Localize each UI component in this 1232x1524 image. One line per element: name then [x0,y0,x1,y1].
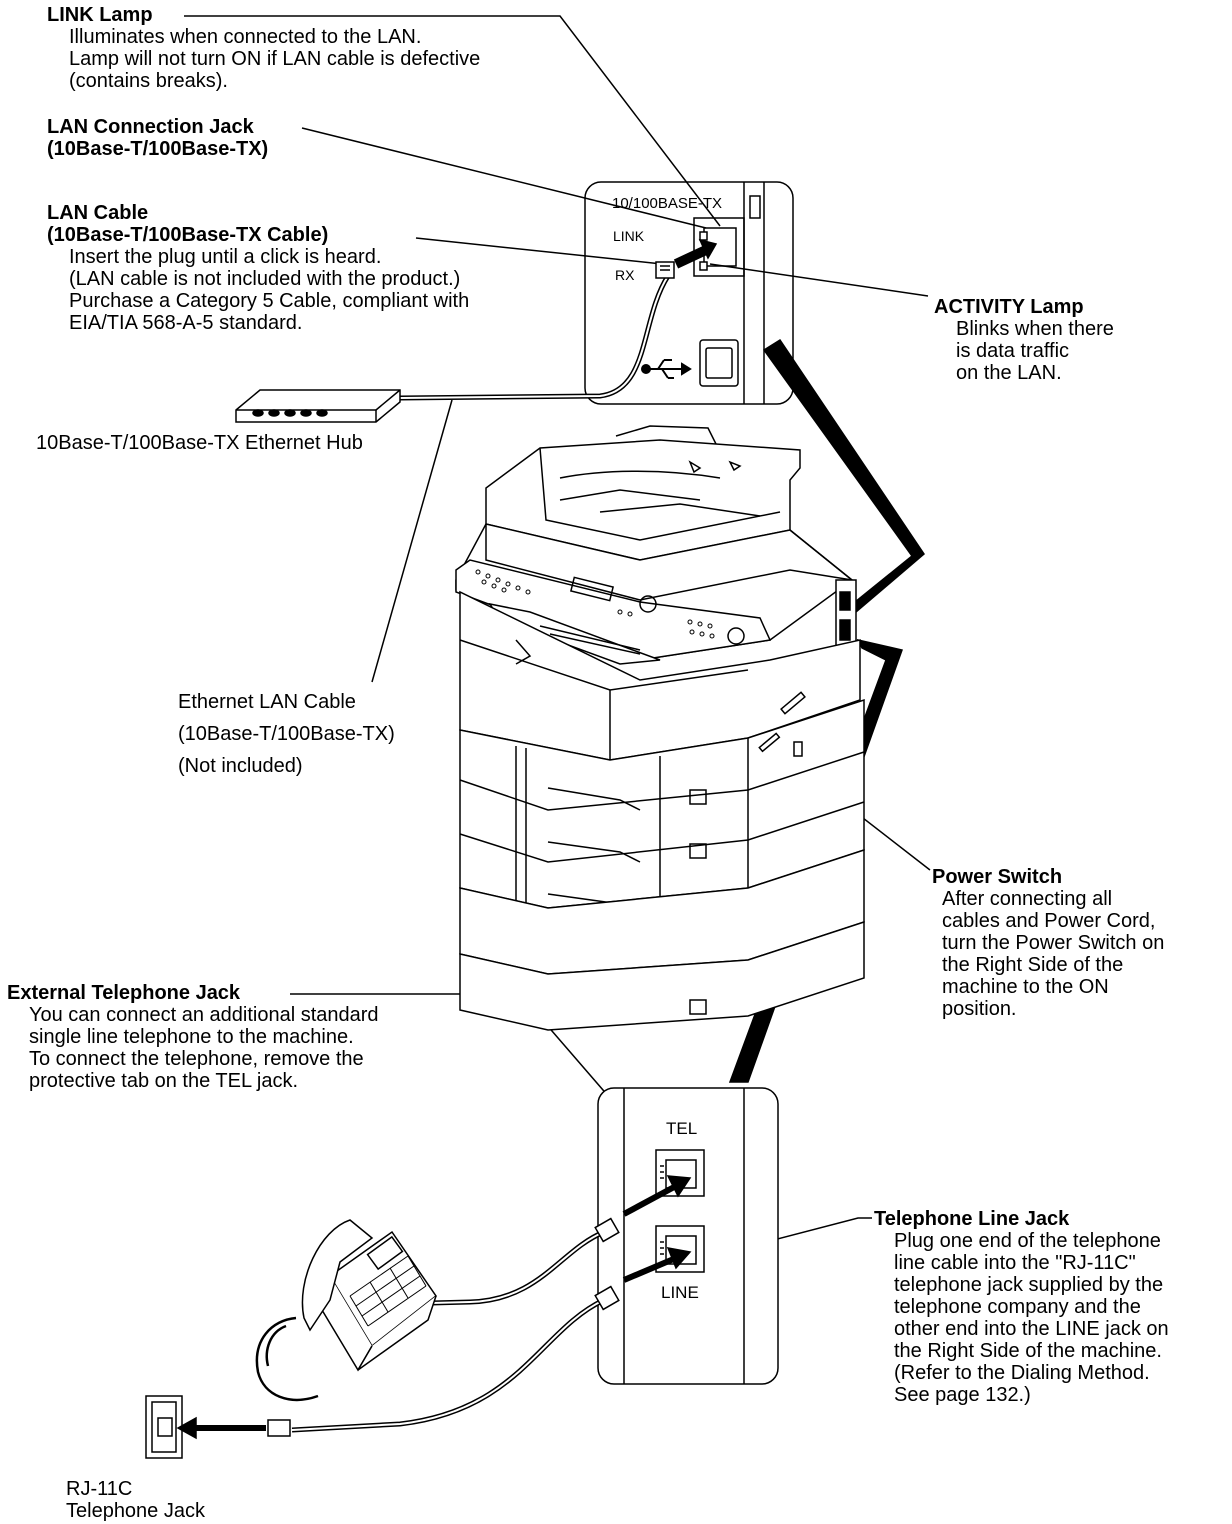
lan-cable-title-1: LAN Cable [47,202,149,224]
tel-panel-label: TEL [666,1119,697,1138]
activity-lamp-desc-3: on the LAN. [956,362,1062,384]
ethernet-cable-line-3: (Not included) [178,755,303,777]
lan-cable-callout: LAN Cable (10Base-T/100Base-TX Cable) In… [47,202,469,334]
lan-connection-jack [693,217,745,277]
tel-line-jack-desc-2: line cable into the "RJ-11C" [894,1252,1136,1274]
power-switch-desc-5: machine to the ON [942,976,1109,998]
tel-line-jack-desc-6: the Right Side of the machine. [894,1340,1162,1362]
tel-line-jack-title: Telephone Line Jack [874,1208,1070,1230]
lan-jack-callout: LAN Connection Jack (10Base-T/100Base-TX… [47,116,268,160]
tel-jack [655,1149,705,1197]
lan-cable [399,261,675,401]
usb-port [699,339,739,387]
link-led [699,231,708,241]
power-switch-desc-4: the Right Side of the [942,954,1124,976]
tel-line-jack-callout: Telephone Line Jack Plug one end of the … [874,1208,1169,1406]
telephone [255,1219,438,1402]
lan-cable-desc-1: Insert the plug until a click is heard. [69,246,382,268]
ethernet-cable-line-2: (10Base-T/100Base-TX) [178,723,395,745]
lan-jack-title-1: LAN Connection Jack [47,116,254,138]
activity-lamp-desc-1: Blinks when there [956,318,1114,340]
ext-tel-jack-title: External Telephone Jack [7,982,241,1004]
activity-lamp-desc-2: is data traffic [956,340,1070,362]
power-switch-desc-1: After connecting all [942,888,1113,910]
power-switch-desc-3: turn the Power Switch on [942,932,1165,954]
lan-cable-desc-3: Purchase a Category 5 Cable, compliant w… [69,290,470,312]
link-lamp-title: LINK Lamp [47,4,153,26]
lan-cable-desc-2: (LAN cable is not included with the prod… [69,268,461,290]
rj11c-callout: RJ-11C Telephone Jack [66,1478,205,1522]
power-switch-desc-6: position. [942,998,1017,1020]
hub-label: 10Base-T/100Base-TX Ethernet Hub [36,432,363,454]
usb-icon [641,359,692,379]
network-panel [584,181,794,405]
power-switch-desc-2: cables and Power Cord, [942,910,1156,932]
link-lamp-callout: LINK Lamp Illuminates when connected to … [47,4,480,92]
link-panel-label: LINK [613,228,645,244]
rx-panel-label: RX [615,267,635,283]
ethernet-cable-callout: Ethernet LAN Cable (10Base-T/100Base-TX)… [178,686,395,782]
ext-tel-jack-desc-3: To connect the telephone, remove the [29,1048,364,1070]
telephone-cords [267,1217,620,1437]
line-jack [655,1225,705,1273]
tel-line-jack-desc-7: (Refer to the Dialing Method. [894,1362,1150,1384]
ext-tel-jack-desc-2: single line telephone to the machine. [29,1026,354,1048]
wall-jack [145,1395,183,1459]
tel-line-jack-desc-1: Plug one end of the telephone [894,1230,1161,1252]
tel-line-jack-desc-3: telephone jack supplied by the [894,1274,1164,1296]
line-panel-label: LINE [661,1283,699,1302]
lan-plug [655,261,675,279]
ethernet-cable-line-1: Ethernet LAN Cable [178,691,356,713]
ethernet-hub [235,389,401,423]
rj11c-line-1: RJ-11C [66,1478,133,1500]
ext-tel-jack-desc-1: You can connect an additional standard [29,1004,379,1026]
multifunction-machine [455,425,865,1031]
lan-jack-title-2: (10Base-T/100Base-TX) [47,138,269,160]
lan-port-label: 10/100BASE-TX [612,195,722,212]
link-lamp-desc-3: (contains breaks). [69,70,228,92]
link-lamp-desc-2: Lamp will not turn ON if LAN cable is de… [69,48,481,70]
tel-line-jack-desc-5: other end into the LINE jack on [894,1318,1169,1340]
ext-tel-jack-desc-4: protective tab on the TEL jack. [29,1070,299,1092]
power-switch-callout: Power Switch After connecting all cables… [932,866,1164,1020]
link-lamp-desc-1: Illuminates when connected to the LAN. [69,26,422,48]
tel-line-jack-desc-4: telephone company and the [894,1296,1141,1318]
power-switch [793,741,803,757]
activity-led [699,261,708,271]
rj11c-line-2: Telephone Jack [66,1500,205,1522]
lan-cable-title-2: (10Base-T/100Base-TX Cable) [47,224,329,246]
activity-lamp-callout: ACTIVITY Lamp Blinks when there is data … [934,296,1114,384]
activity-lamp-title: ACTIVITY Lamp [934,296,1084,318]
tel-line-jack-desc-8: See page 132.) [894,1384,1031,1406]
power-switch-title: Power Switch [932,866,1063,888]
lan-cable-desc-4: EIA/TIA 568-A-5 standard. [69,312,303,334]
ext-tel-jack-callout: External Telephone Jack You can connect … [7,982,379,1092]
